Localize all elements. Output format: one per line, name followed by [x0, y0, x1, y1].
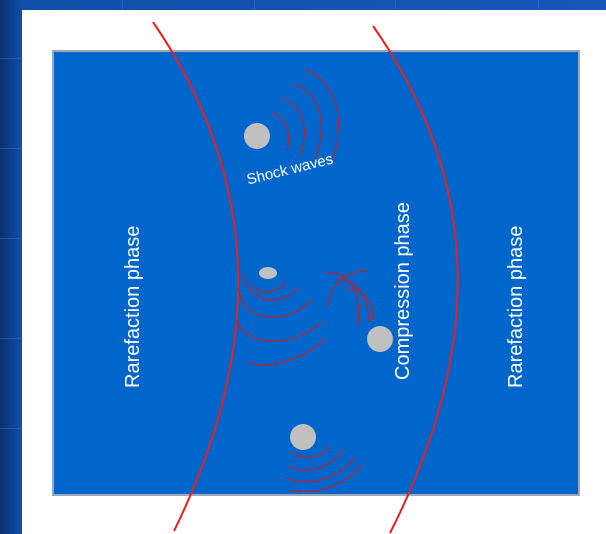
rarefaction-phase-right-label: Rarefaction phase	[505, 225, 527, 388]
diagram-panel	[52, 50, 580, 496]
bubble-right	[367, 326, 393, 352]
left-wave-front	[152, 21, 240, 532]
bubble-small	[259, 267, 277, 279]
right-wave-front	[372, 25, 459, 534]
shock-waves-bottom	[285, 445, 363, 493]
bubble-bottom	[290, 424, 316, 450]
shock-waves-middle-left	[235, 275, 327, 366]
compression-phase-label: Compression phase	[392, 202, 414, 380]
slide-left-band	[0, 0, 22, 534]
shock-waves-middle-right	[325, 270, 374, 326]
slide-top-band	[22, 0, 606, 10]
shock-waves-upper	[271, 69, 340, 163]
rarefaction-phase-left-label: Rarefaction phase	[122, 225, 144, 388]
bubble-top	[244, 123, 270, 149]
